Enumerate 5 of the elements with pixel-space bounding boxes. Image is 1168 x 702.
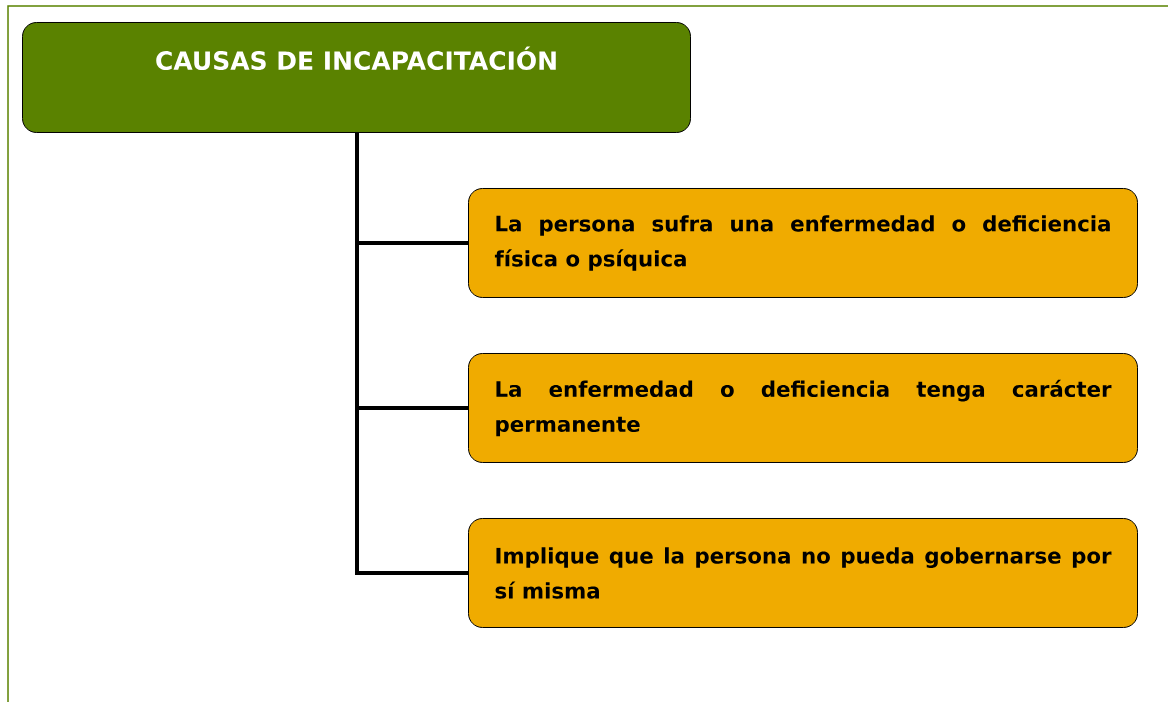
cause-box: La persona sufra una enfermedad o deficiencia física o psíquica [468,188,1138,298]
connector-line [355,133,468,575]
cause-box: La enfermedad o deficiencia tenga carácter permanente [468,353,1138,463]
title-box: CAUSAS DE INCAPACITACIÓN [22,22,691,133]
cause-box: Implique que la persona no pueda gobernarse por sí misma [468,518,1138,628]
